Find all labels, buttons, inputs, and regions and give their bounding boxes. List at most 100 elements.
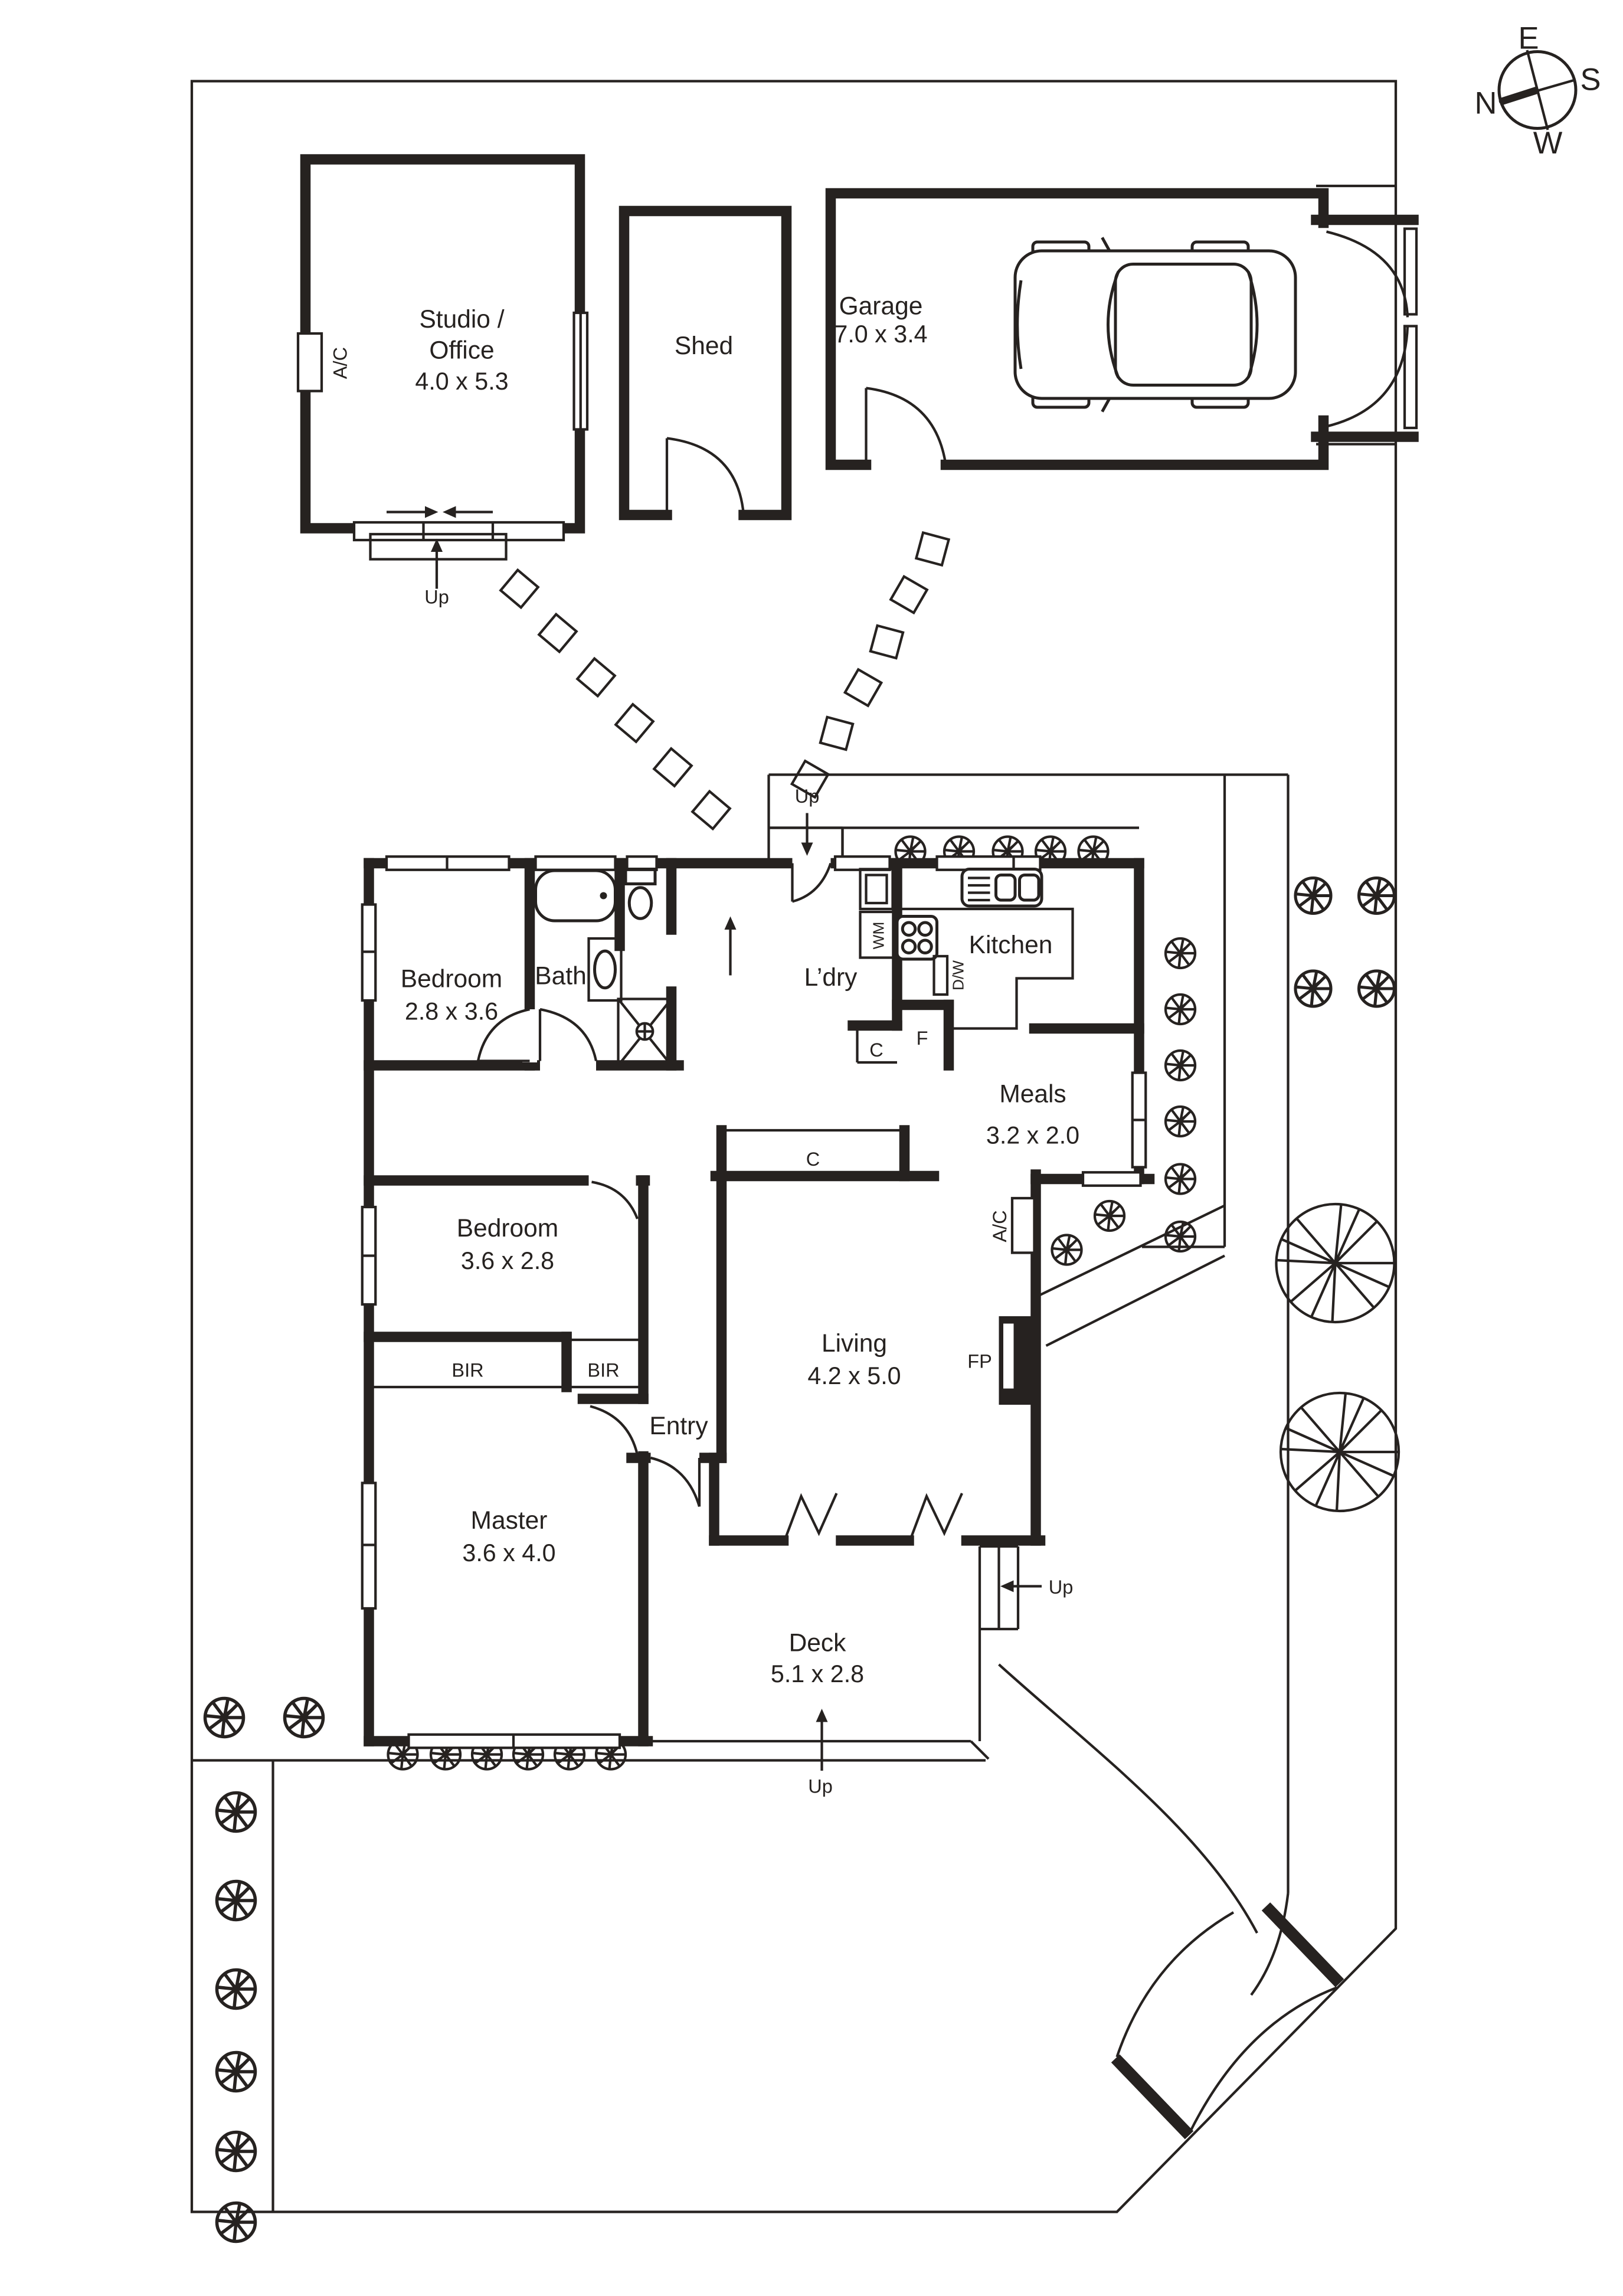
deck-dims: 5.1 x 2.8 <box>771 1660 864 1687</box>
garden-path-lines <box>767 773 1290 1996</box>
shrub-icon <box>217 1970 256 2009</box>
sliding-door <box>352 506 565 542</box>
bath-door <box>538 1008 598 1073</box>
car-icon <box>1013 237 1297 413</box>
shrub-icon <box>1295 878 1331 914</box>
bedroom2-name: Bedroom <box>457 1215 558 1242</box>
garage-entry-door <box>865 387 947 465</box>
shrub-icon <box>1166 1107 1195 1136</box>
meals-name: Meals <box>999 1081 1066 1108</box>
bathtub-icon <box>534 869 617 923</box>
vanity-basin-icon <box>587 937 623 1002</box>
kitchen-bench <box>897 907 1074 1030</box>
studio-ac-label: A/C <box>330 347 351 379</box>
studio-name-line2: Office <box>429 337 494 365</box>
room-labels: Bedroom 2.8 x 3.6 Bath L’dry Kitchen Mea… <box>401 931 1079 1566</box>
studio-name-line1: Studio / <box>419 306 504 333</box>
living-name: Living <box>822 1330 887 1358</box>
studio-office-room: A/C Up Studio / Office 4.0 x 5.3 <box>296 154 589 608</box>
fireplace-label: FP <box>967 1351 992 1372</box>
shrub-icon <box>285 1699 323 1737</box>
compass-east-label: E <box>1518 21 1539 56</box>
bedroom1-name: Bedroom <box>401 966 502 993</box>
bedroom1-dims: 2.8 x 3.6 <box>405 998 498 1025</box>
stepping-stones <box>499 531 951 831</box>
hall-cupboard-label: C <box>806 1149 820 1170</box>
kitchen-cupboard-label: C <box>869 1039 883 1061</box>
toilet-icon <box>624 868 657 920</box>
garage-name: Garage <box>839 293 923 320</box>
kitchen-sink-icon <box>960 868 1043 908</box>
robe-right-label: BIR <box>587 1360 619 1381</box>
meals-dims: 3.2 x 2.0 <box>986 1122 1079 1149</box>
studio-dims: 4.0 x 5.3 <box>415 368 508 395</box>
bath-name: Bath <box>535 963 586 990</box>
rear-porch: Up <box>768 786 844 864</box>
living-fixtures: FP A/C <box>967 1196 1036 1405</box>
entry-name: Entry <box>649 1412 708 1440</box>
shrub-icon <box>217 1882 256 1920</box>
compass-north-label: N <box>1475 86 1497 121</box>
shower-icon <box>617 997 673 1067</box>
shrub-icon <box>1166 995 1195 1024</box>
cooktop-icon <box>895 915 938 961</box>
window <box>534 855 617 871</box>
rear-porch-up-label: Up <box>795 786 820 807</box>
bedroom1-door <box>476 1008 537 1062</box>
shrub-icon <box>1166 1051 1195 1080</box>
living-window-zigzag <box>782 1493 963 1544</box>
stepping-stone-path-garage <box>790 531 951 799</box>
rear-hall-step-arrow <box>724 916 737 976</box>
window <box>1081 1171 1142 1187</box>
shrub-icon <box>1295 971 1331 1006</box>
living-air-conditioner-icon: A/C <box>989 1196 1036 1254</box>
garage-dims: 7.0 x 3.4 <box>834 320 927 348</box>
kitchen-name: Kitchen <box>969 931 1053 959</box>
house-walls <box>364 858 1155 1746</box>
shrub-icon <box>1359 878 1395 914</box>
air-conditioner-icon: A/C <box>296 332 351 393</box>
garage-vehicle-doors <box>1326 227 1418 430</box>
window <box>361 1205 377 1306</box>
fireplace-icon: FP <box>967 1316 1036 1405</box>
laundry-fixtures: WM <box>859 868 896 959</box>
studio-step: Up <box>369 532 508 608</box>
master-door <box>590 1405 639 1456</box>
kitchen-fixtures: D/W C F <box>856 868 1074 1064</box>
window <box>361 903 377 1002</box>
washing-machine-label: WM <box>870 922 888 950</box>
shrub-icon <box>1166 938 1195 968</box>
tree-icon <box>1281 1393 1399 1511</box>
washing-machine-icon: WM <box>859 910 896 959</box>
tree-icon <box>1277 1204 1395 1322</box>
living-ac-label: A/C <box>989 1210 1010 1242</box>
garden-planting <box>205 837 1399 2242</box>
shrub-icon <box>217 2053 256 2091</box>
dishwasher-label: D/W <box>950 960 967 990</box>
compass-west-label: W <box>1533 126 1563 161</box>
bedroom2-dims: 3.6 x 2.8 <box>461 1247 554 1274</box>
kitchen-cupboard: C <box>856 1028 897 1064</box>
deck-name: Deck <box>789 1630 847 1657</box>
property-boundary <box>190 80 1398 2213</box>
back-door <box>791 856 832 903</box>
window <box>361 1481 377 1610</box>
living-dims: 4.2 x 5.0 <box>807 1362 901 1389</box>
compass-south-label: S <box>1580 63 1601 97</box>
studio-up-label: Up <box>424 587 449 608</box>
bedroom2-door <box>588 1173 639 1219</box>
laundry-name: L’dry <box>804 964 858 992</box>
shrub-icon <box>1052 1235 1082 1265</box>
bathroom-fixtures <box>534 868 673 1067</box>
master-dims: 3.6 x 4.0 <box>462 1539 555 1566</box>
stepping-stone-path-studio <box>499 568 732 831</box>
shed-name: Shed <box>675 332 733 360</box>
shrub-icon <box>1095 1201 1124 1231</box>
front-door <box>650 1450 701 1507</box>
garage-room: Garage 7.0 x 3.4 <box>825 188 1419 470</box>
driveway-gates <box>1111 1902 1344 2140</box>
shrub-icon <box>217 2133 256 2171</box>
deck-up-side-label: Up <box>1049 1577 1074 1598</box>
shed-door <box>665 437 745 515</box>
